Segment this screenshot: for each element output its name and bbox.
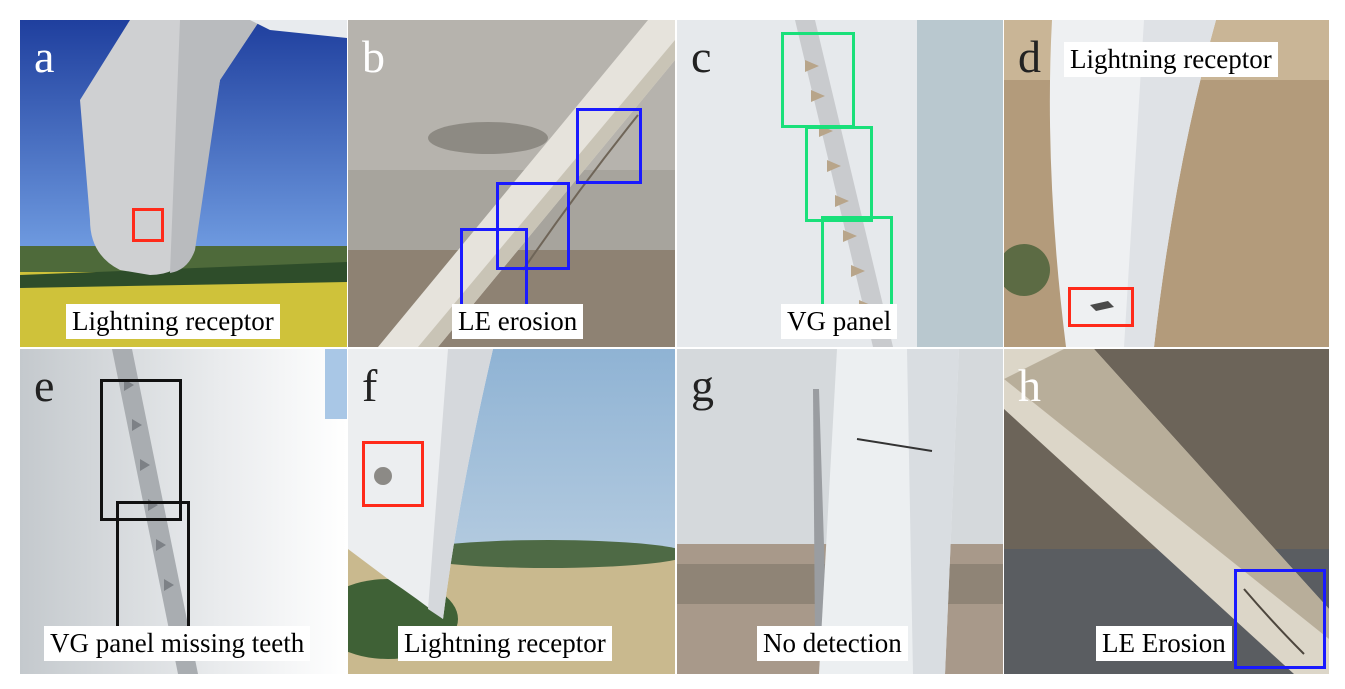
panel-h-caption: LE Erosion xyxy=(1096,626,1232,661)
panel-g-letter: g xyxy=(691,360,714,411)
panel-a-letter: a xyxy=(34,31,55,82)
panel-b-photo xyxy=(348,20,675,347)
panel-d: d Lightning receptor xyxy=(1004,20,1329,347)
panel-e-photo xyxy=(20,349,347,674)
panel-b-letter: b xyxy=(362,31,385,82)
panel-g-photo xyxy=(677,349,1003,674)
panel-h-erosion-box xyxy=(1234,569,1326,669)
panel-b: b LE erosion xyxy=(348,20,675,347)
panel-d-letter: d xyxy=(1018,31,1041,82)
panel-d-lightning-receptor-box xyxy=(1068,287,1134,327)
panel-c-photo xyxy=(677,20,1003,347)
panel-h: h LE Erosion xyxy=(1004,349,1329,674)
panel-c-vg-box-1 xyxy=(781,32,855,128)
panel-b-erosion-box-2 xyxy=(496,182,570,270)
panel-c: c VG panel xyxy=(677,20,1003,347)
panel-f-letter: f xyxy=(362,360,378,411)
panel-e-letter: e xyxy=(34,360,55,411)
panel-e: e VG panel missing teeth xyxy=(20,349,347,674)
panel-c-caption: VG panel xyxy=(781,304,898,339)
panel-h-photo xyxy=(1004,349,1329,674)
panel-f: f Lightning receptor xyxy=(348,349,675,674)
panel-b-erosion-box-1 xyxy=(576,108,642,184)
panel-c-vg-box-2 xyxy=(805,126,873,222)
panel-a: a Lightning receptor xyxy=(20,20,347,347)
panel-d-caption: Lightning receptor xyxy=(1064,42,1278,77)
panel-g-caption: No detection xyxy=(757,626,908,661)
panel-f-lightning-receptor-box xyxy=(362,441,424,507)
panel-f-caption: Lightning receptor xyxy=(398,626,612,661)
panel-h-letter: h xyxy=(1018,360,1041,411)
panel-a-caption: Lightning receptor xyxy=(66,304,280,339)
panel-g: g No detection xyxy=(677,349,1003,674)
panel-a-lightning-receptor-box xyxy=(132,208,164,242)
panel-e-missing-teeth-box-1 xyxy=(100,379,182,521)
panel-e-missing-teeth-box-2 xyxy=(116,501,190,629)
panel-e-caption: VG panel missing teeth xyxy=(44,626,311,661)
panel-a-photo xyxy=(20,20,347,347)
panel-c-letter: c xyxy=(691,31,712,82)
panel-b-caption: LE erosion xyxy=(452,304,584,339)
